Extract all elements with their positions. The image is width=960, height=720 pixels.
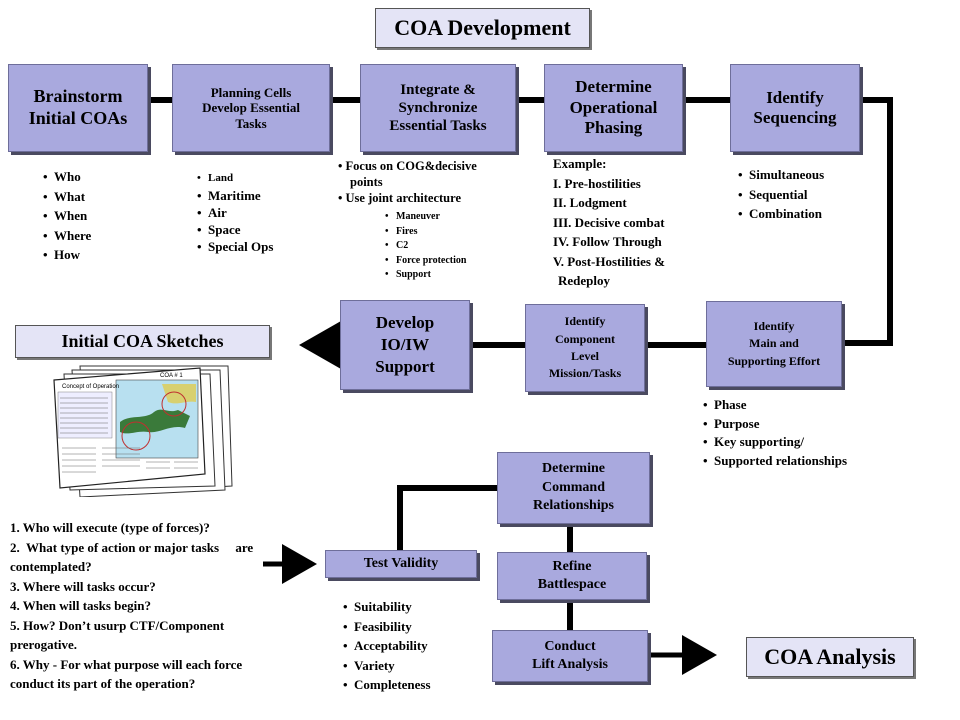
- sequencing-box: Identify Sequencing: [730, 64, 860, 152]
- coa-analysis-label: COA Analysis: [746, 637, 914, 677]
- sequencing-list: Simultaneous Sequential Combination: [738, 165, 824, 224]
- main-effort-box: Identify Main and Supporting Effort: [706, 301, 842, 387]
- integrate-list: • Focus on COG&decisive points • Use joi…: [338, 159, 477, 205]
- command-relationships-box: Determine Command Relationships: [497, 452, 650, 524]
- integrate-line-1: Integrate &: [400, 82, 476, 98]
- component-box: Identify Component Level Mission/Tasks: [525, 304, 645, 392]
- component-line-3: Level: [571, 349, 599, 363]
- sketch-pages: Concept of Operation COA # 1: [53, 365, 233, 498]
- phasing-line-1: Determine: [575, 77, 652, 97]
- test-validity-box: Test Validity: [325, 550, 477, 578]
- phasing-box: Determine Operational Phasing: [544, 64, 683, 152]
- planning-line-1: Planning Cells: [210, 84, 292, 100]
- coa-sketch-illustration: Concept of Operation COA # 1: [50, 362, 240, 498]
- main-effort-line-2: Main and: [749, 336, 799, 351]
- brainstorm-line-1: Brainstorm: [33, 86, 123, 107]
- sketch-doc-title: Concept of Operation: [62, 384, 119, 390]
- phasing-line-3: Phasing: [584, 118, 643, 138]
- phasing-line-2: Operational: [569, 97, 658, 117]
- validity-list: Suitability Feasibility Acceptability Va…: [343, 597, 431, 695]
- refine-battlespace-box: Refine Battlespace: [497, 552, 647, 600]
- brainstorm-line-2: Initial COAs: [28, 108, 128, 128]
- command-line-1: Determine: [542, 460, 605, 476]
- battlespace-line-2: Battlespace: [537, 577, 607, 592]
- integrate-line-3: Essential Tasks: [389, 118, 487, 134]
- command-line-3: Relationships: [533, 498, 614, 514]
- planning-list: Land Maritime Air Space Special Ops: [197, 170, 273, 255]
- io-iw-box: Develop IO/IW Support: [340, 300, 470, 390]
- io-line-1: Develop: [375, 312, 435, 332]
- command-line-2: Command: [541, 479, 605, 495]
- sketch-map-title: COA # 1: [160, 373, 183, 379]
- planning-cells-box: Planning Cells Develop Essential Tasks: [172, 64, 330, 152]
- phasing-example: Example: I. Pre-hostilities II. Lodgment…: [553, 156, 666, 288]
- planning-line-3: Tasks: [235, 115, 267, 131]
- io-line-2: IO/IW: [380, 334, 430, 354]
- sequencing-line-2: Sequencing: [753, 108, 837, 127]
- connector-sequencing-main-effort: [842, 97, 893, 346]
- integrate-box: Integrate & Synchronize Essential Tasks: [360, 64, 516, 152]
- main-effort-line-1: Identify: [753, 318, 795, 333]
- io-line-3: Support: [375, 357, 435, 377]
- component-line-4: Mission/Tasks: [548, 366, 622, 381]
- main-effort-line-3: Supporting Effort: [727, 353, 821, 368]
- planning-line-2: Develop Essential: [202, 100, 300, 116]
- page-title: COA Development: [375, 8, 590, 48]
- initial-coa-sketches-label: Initial COA Sketches: [15, 325, 270, 358]
- brainstorm-box: Brainstorm Initial COAs: [8, 64, 148, 152]
- battlespace-line-1: Refine: [552, 558, 592, 574]
- brainstorm-list: Who What When Where How: [43, 167, 91, 265]
- questions-list: 1. Who will execute (type of forces)? 2.…: [10, 520, 254, 691]
- main-effort-list: Phase Purpose Key supporting/ Supported …: [703, 396, 847, 470]
- component-line-1: Identify: [564, 314, 606, 329]
- lift-line-2: Lift Analysis: [532, 657, 608, 672]
- lift-line-1: Conduct: [544, 638, 596, 654]
- sequencing-line-1: Identify: [766, 87, 824, 107]
- component-line-2: Component: [554, 331, 615, 346]
- integrate-line-2: Synchronize: [398, 100, 478, 116]
- integrate-sub-list: Maneuver Fires C2 Force protection Suppo…: [385, 210, 466, 283]
- lift-analysis-box: Conduct Lift Analysis: [492, 630, 648, 682]
- connector-command-validity: [397, 485, 497, 550]
